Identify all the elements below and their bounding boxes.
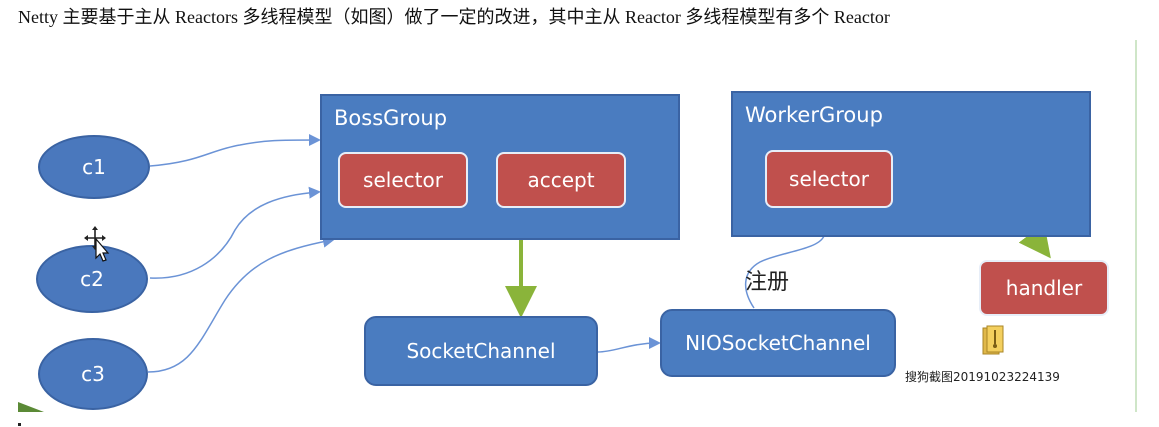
- slide-edge-line: [1135, 40, 1137, 412]
- c3-to-bossgroup-link: [147, 235, 335, 373]
- boss-accept: accept: [496, 152, 626, 208]
- socket-channel-box: SocketChannel: [364, 316, 598, 386]
- c1-to-bossgroup-link: [149, 134, 321, 167]
- corner-decoration: [18, 402, 44, 412]
- bottom-dot: [18, 423, 21, 426]
- register-label: 注册: [745, 270, 790, 295]
- register-link: [745, 235, 825, 309]
- move-cursor-icon: [84, 226, 110, 262]
- socket-to-nio-link: [597, 337, 661, 353]
- intro-text: Netty 主要基于主从 Reactors 多线程模型（如图）做了一定的改进，其…: [18, 7, 890, 27]
- handler-box: handler: [979, 260, 1109, 316]
- boss-group-title: BossGroup: [334, 106, 448, 130]
- nio-socket-channel-box: NIOSocketChannel: [660, 309, 896, 377]
- client-c3: c3: [38, 338, 148, 410]
- folder-icon: [982, 325, 1004, 355]
- worker-group-title: WorkerGroup: [745, 103, 883, 127]
- client-c2: c2: [36, 245, 148, 313]
- client-c1: c1: [38, 135, 150, 199]
- c2-to-bossgroup-link: [149, 186, 321, 279]
- worker-selector: selector: [765, 150, 893, 208]
- screenshot-file-label: 搜狗截图20191023224139: [905, 370, 1060, 384]
- boss-selector: selector: [338, 152, 468, 208]
